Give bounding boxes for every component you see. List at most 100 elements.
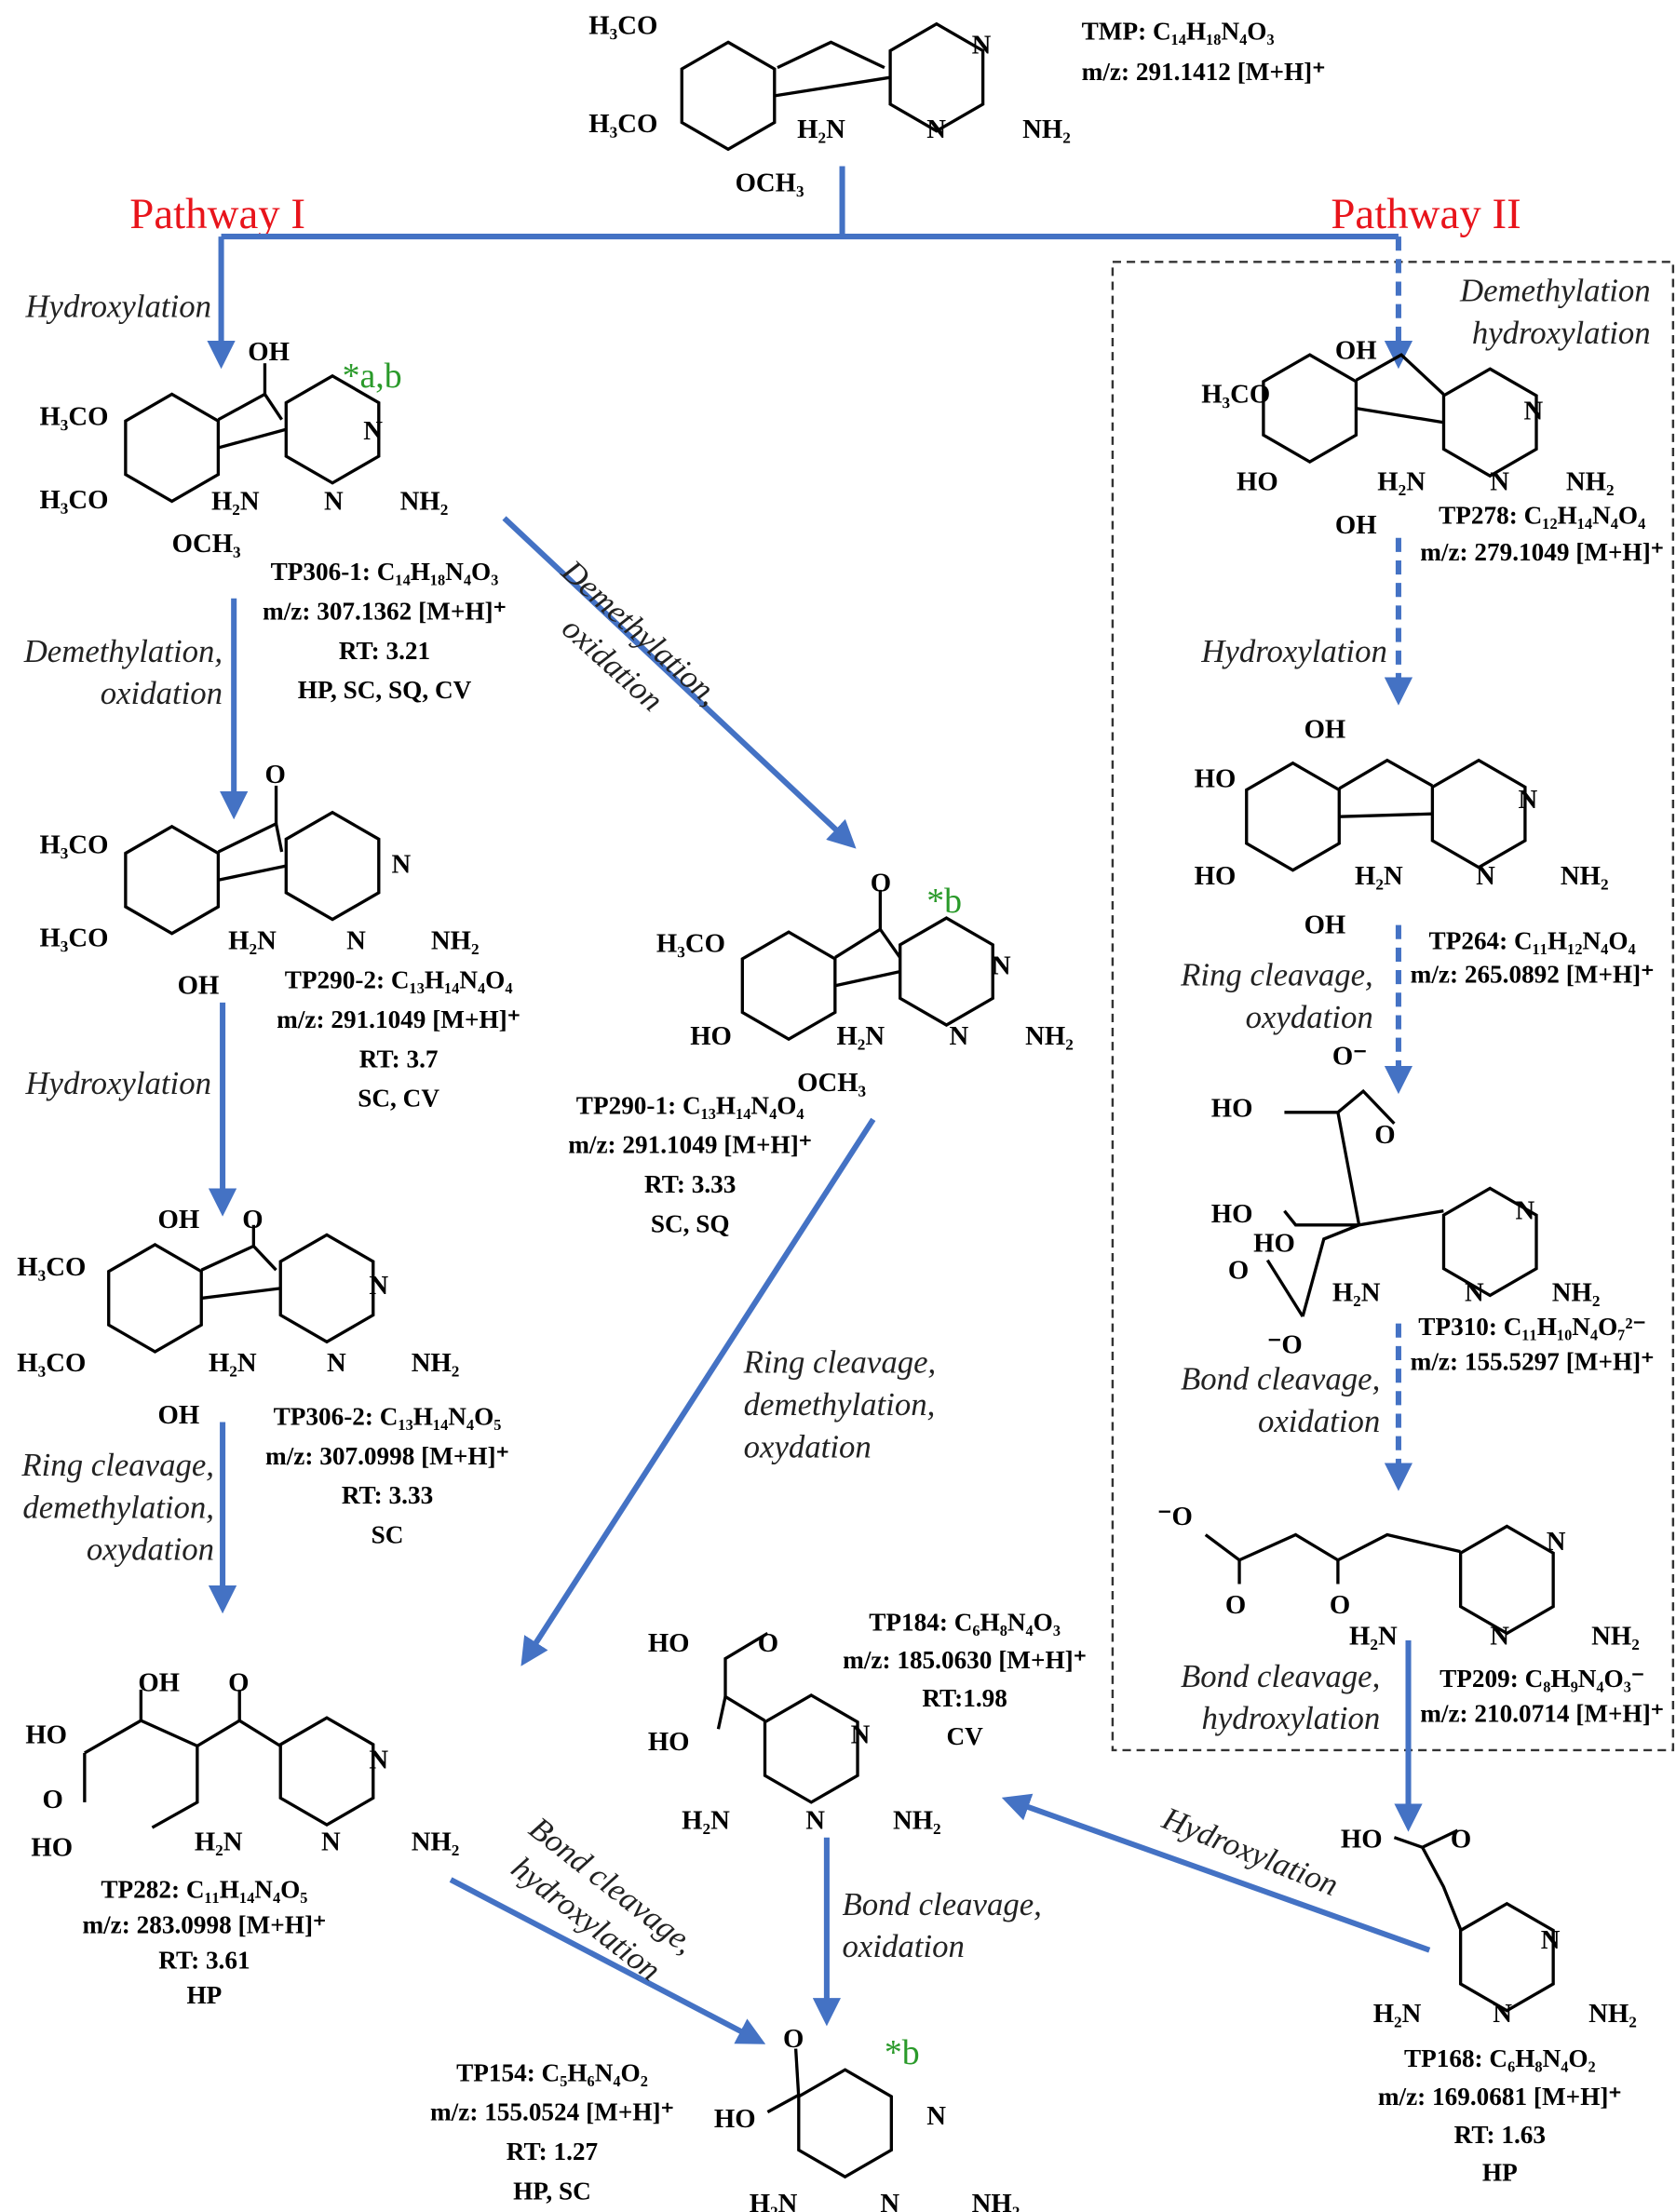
atom-label: H₃CO xyxy=(17,1348,86,1378)
reaction-step-label: Demethylation,oxidation xyxy=(23,633,223,711)
atom-label: NH₂ xyxy=(412,1827,460,1856)
ring-bond xyxy=(1262,353,1358,464)
reaction-step-label: Ring cleavage,demethylation,oxydation xyxy=(20,1447,214,1568)
reaction-arrow xyxy=(520,1117,876,1666)
ring-bond xyxy=(888,21,985,133)
atom-label: OH xyxy=(248,337,290,367)
reaction-step-text: oxidation xyxy=(1258,1403,1380,1439)
atom-label: H₂N xyxy=(209,1348,257,1378)
retention-time: RT: 1.27 xyxy=(507,2138,598,2165)
atom-label: N xyxy=(1515,1196,1534,1226)
atom-label: OH xyxy=(158,1400,200,1430)
atom-label: O⁻ xyxy=(1332,1041,1367,1071)
bridge-bond xyxy=(1356,406,1444,425)
detection-marker: *b xyxy=(885,2033,920,2072)
chain-bond xyxy=(1355,353,1445,396)
atom-label: O xyxy=(228,1667,249,1697)
atom-label: N xyxy=(1476,861,1495,891)
atom-label: OH xyxy=(1335,510,1377,540)
atom-label: O xyxy=(1451,1824,1471,1854)
ring-bond xyxy=(278,1716,375,1828)
atom-label: HO xyxy=(648,1628,690,1658)
detected-in: SC xyxy=(372,1521,404,1549)
detected-in: HP xyxy=(187,1981,223,2009)
atom-label: NH₂ xyxy=(1566,466,1615,496)
atom-label: OH xyxy=(1304,715,1346,745)
atom-label: H₂N xyxy=(1373,1999,1422,2029)
atom-label: O xyxy=(871,868,891,897)
detection-marker: *b xyxy=(926,882,962,921)
atom-label: N xyxy=(1465,1277,1484,1307)
atom-label: N xyxy=(1547,1527,1566,1557)
chain-bond xyxy=(766,2094,800,2114)
atom-label: HO xyxy=(714,2104,756,2134)
reaction-step-text: Bond cleavage, xyxy=(1181,1658,1380,1694)
ring-bond xyxy=(124,392,221,504)
ring-bond xyxy=(1458,1524,1555,1636)
product-mz: m/z: 291.1049 [M+H]⁺ xyxy=(568,1131,812,1159)
atom-label: N xyxy=(992,951,1011,981)
atom-label: HO xyxy=(1253,1229,1295,1259)
chain-bond xyxy=(217,392,283,422)
bridge-bond xyxy=(201,1287,281,1301)
atom-label: O xyxy=(1225,1590,1246,1620)
atom-label: H₂N xyxy=(195,1827,243,1856)
product-formula: TP310: C₁₁H₁₀N₄O₇²⁻ xyxy=(1418,1313,1646,1341)
bridge-bond xyxy=(218,864,287,882)
atom-label: OH xyxy=(1304,910,1346,940)
detected-in: HP xyxy=(1482,2159,1518,2187)
product-formula: TMP: C₁₄H₁₈N₄O₃ xyxy=(1082,17,1275,45)
atom-label: N xyxy=(1524,397,1544,426)
reaction-step-label: Bond cleavage, oxidation xyxy=(843,1886,1042,1964)
pathway-ii-dashed-box xyxy=(1111,261,1675,1752)
chain-bond xyxy=(793,2048,801,2096)
chain-bond xyxy=(1265,1259,1304,1317)
atom-label: HO xyxy=(1211,1093,1253,1123)
atom-label: H₂N xyxy=(1349,1621,1398,1651)
product-mz: m/z: 265.0892 [M+H]⁺ xyxy=(1411,961,1655,989)
atom-label: N xyxy=(369,1271,388,1301)
reaction-step-text: oxydation xyxy=(87,1531,214,1568)
atom-label: N xyxy=(1490,466,1509,496)
detected-in: HP, SC, SQ, CV xyxy=(298,676,472,704)
atom-label: NH₂ xyxy=(1561,861,1609,891)
atom-label: OH xyxy=(138,1667,180,1697)
atom-label: O xyxy=(1228,1255,1249,1285)
reaction-step-text: Demethylation xyxy=(1459,273,1651,309)
product-formula: TP306-1: C₁₄H₁₈N₄O₃ xyxy=(271,558,499,586)
reaction-step-text: Bond cleavage, xyxy=(843,1886,1042,1922)
atom-label: HO xyxy=(1195,861,1237,891)
reaction-step-text: oxidation xyxy=(843,1928,965,1964)
atom-label: H₂N xyxy=(1332,1277,1381,1307)
atom-label: NH₂ xyxy=(431,925,480,955)
ring-bond xyxy=(1441,367,1538,479)
chain-bond xyxy=(1421,1846,1463,1930)
atom-label: H₂N xyxy=(750,2189,798,2212)
ring-bond xyxy=(680,40,777,152)
atom-label: NH₂ xyxy=(400,486,449,516)
atom-label: NH₂ xyxy=(1588,1999,1637,2029)
atom-label: H₂N xyxy=(228,925,277,955)
reaction-step-label: Demethylation,oxidation xyxy=(554,552,726,719)
product-mz: m/z: 185.0630 [M+H]⁺ xyxy=(843,1646,1087,1674)
atom-label: NH₂ xyxy=(1552,1277,1601,1307)
reaction-step-label: Hydroxylation xyxy=(24,1065,211,1101)
reaction-step-label: Ring cleavage,oxydation xyxy=(1180,957,1373,1035)
product-mz: m/z: 279.1049 [M+H]⁺ xyxy=(1420,538,1664,566)
atom-label: HO xyxy=(1195,763,1237,793)
chain-bond xyxy=(84,1719,281,1755)
ring-bond xyxy=(278,1233,375,1344)
atom-label: OH xyxy=(178,971,220,1001)
product-formula: TP290-1: C₁₃H₁₄N₄O₄ xyxy=(576,1091,804,1119)
atom-label: NH₂ xyxy=(1025,1021,1074,1051)
atom-label: OH xyxy=(1335,336,1377,366)
bridge-bond xyxy=(218,427,287,450)
reaction-arrow xyxy=(1001,1793,1431,1953)
product-mz: m/z: 291.1412 [M+H]⁺ xyxy=(1082,58,1326,86)
detected-in: SC, CV xyxy=(358,1085,439,1113)
